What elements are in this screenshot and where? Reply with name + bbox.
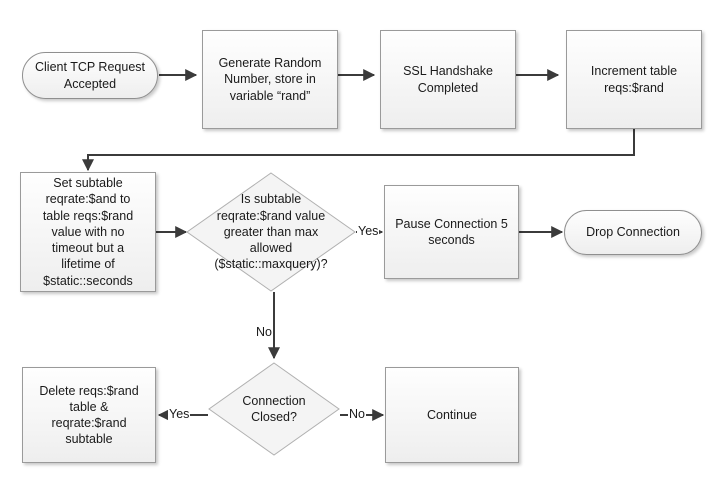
node-delete-tables-label: Delete reqs:$rand table & reqrate:$rand … xyxy=(39,383,139,447)
node-continue[interactable]: Continue xyxy=(385,367,519,463)
node-connection-closed-decision-label: Connection Closed? xyxy=(242,393,306,424)
edge-label-ratecheck-no: No xyxy=(255,325,273,339)
edge-label-closed-yes: Yes xyxy=(168,407,191,421)
node-continue-label: Continue xyxy=(426,407,478,422)
node-drop-connection[interactable]: Drop Connection xyxy=(564,210,702,255)
node-client-tcp-request-label: Client TCP Request Accepted xyxy=(34,60,145,91)
decision-diamond-shape xyxy=(208,362,340,456)
node-set-subtable[interactable]: Set subtable reqrate:$and to table reqs:… xyxy=(20,172,156,292)
edge-increment-to-setsubtable xyxy=(82,129,635,172)
node-pause-connection[interactable]: Pause Connection 5 seconds xyxy=(384,185,519,279)
node-increment-table-label: Increment table reqs:$rand xyxy=(590,64,678,95)
node-set-subtable-label: Set subtable reqrate:$and to table reqs:… xyxy=(42,176,134,288)
decision-diamond-shape xyxy=(186,172,356,292)
node-generate-random-number[interactable]: Generate Random Number, store in variabl… xyxy=(202,30,338,129)
node-ssl-handshake[interactable]: SSL Handshake Completed xyxy=(380,30,516,129)
node-generate-random-number-label: Generate Random Number, store in variabl… xyxy=(218,56,322,103)
node-delete-tables[interactable]: Delete reqs:$rand table & reqrate:$rand … xyxy=(22,367,156,463)
node-rate-check-decision[interactable]: Is subtable reqrate:$rand value greater … xyxy=(186,172,356,292)
node-drop-connection-label: Drop Connection xyxy=(586,225,680,240)
node-connection-closed-decision[interactable]: Connection Closed? xyxy=(208,362,340,456)
node-increment-table[interactable]: Increment table reqs:$rand xyxy=(566,30,702,129)
node-ssl-handshake-label: SSL Handshake Completed xyxy=(403,64,493,95)
edge-label-ratecheck-yes: Yes xyxy=(357,224,380,238)
node-pause-connection-label: Pause Connection 5 seconds xyxy=(395,216,508,247)
edge-label-closed-no: No xyxy=(348,407,366,421)
node-rate-check-decision-label: Is subtable reqrate:$rand value greater … xyxy=(214,192,328,272)
node-client-tcp-request[interactable]: Client TCP Request Accepted xyxy=(22,52,158,99)
